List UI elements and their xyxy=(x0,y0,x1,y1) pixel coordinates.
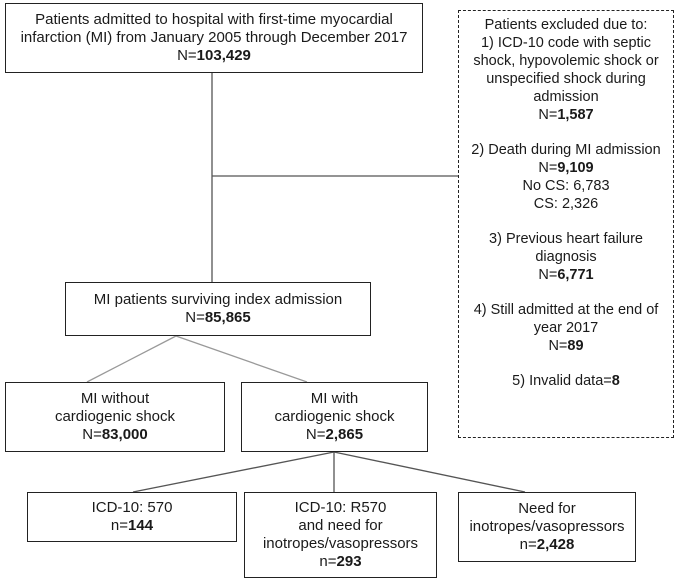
node-without-cs-count: N=83,000 xyxy=(82,426,148,443)
exclusions-box: Patients excluded due to: 1) ICD-10 code… xyxy=(458,10,674,438)
node-with-cs: MI with cardiogenic shock N=2,865 xyxy=(241,382,428,452)
connector-surviving-to-without-cs xyxy=(86,335,177,383)
node-surviving-line-1: MI patients surviving index admission xyxy=(93,291,343,308)
exclusion-1-line-1: 1) ICD-10 code with septic xyxy=(480,35,652,51)
exclusion-3-count: N=6,771 xyxy=(538,267,594,283)
node-without-cs-line-2: cardiogenic shock xyxy=(54,408,176,425)
exclusion-3-line-1: 3) Previous heart failure xyxy=(489,231,643,247)
exclusion-2-no-cs: No CS: 6,783 xyxy=(522,178,610,194)
exclusion-2-line-1: 2) Death during MI admission xyxy=(471,142,661,158)
node-without-cs-line-1: MI without xyxy=(80,390,150,407)
node-admitted-line-1: Patients admitted to hospital with first… xyxy=(35,11,393,28)
exclusion-4-count: N=89 xyxy=(548,338,584,354)
node-need-inotropes-line-1: Need for xyxy=(518,500,576,517)
node-with-cs-count: N=2,865 xyxy=(305,426,364,443)
node-with-cs-line-1: MI with xyxy=(310,390,359,407)
node-admitted-count: N=103,429 xyxy=(177,47,251,64)
exclusion-2-count: N=9,109 xyxy=(538,160,594,176)
node-icd-570-line-1: ICD-10: 570 xyxy=(91,499,173,516)
node-need-inotropes-line-2: inotropes/vasopressors xyxy=(469,518,625,535)
node-icd-r570-count: n=293 xyxy=(319,553,362,570)
node-icd-570: ICD-10: 570 n=144 xyxy=(27,492,237,542)
node-icd-r570: ICD-10: R570 and need for inotropes/vaso… xyxy=(244,492,437,578)
node-need-inotropes: Need for inotropes/vasopressors n=2,428 xyxy=(458,492,636,562)
exclusion-1-count: N=1,587 xyxy=(538,107,594,123)
exclusion-2-cs: CS: 2,326 xyxy=(533,196,599,212)
node-surviving-count: N=85,865 xyxy=(185,309,251,326)
exclusion-1-line-3: unspecified shock during xyxy=(486,71,646,87)
node-without-cs: MI without cardiogenic shock N=83,000 xyxy=(5,382,225,452)
connector-with-cs-to-need-inotropes xyxy=(333,451,526,493)
exclusion-5: 5) Invalid data=8 xyxy=(512,373,620,389)
node-admitted-line-2: infarction (MI) from January 2005 throug… xyxy=(20,29,408,46)
exclusions-heading: Patients excluded due to: xyxy=(484,17,648,33)
exclusion-1-line-2: shock, hypovolemic shock or xyxy=(473,53,659,69)
exclusion-4-line-1: 4) Still admitted at the end of xyxy=(473,302,659,318)
node-icd-r570-line-1: ICD-10: R570 xyxy=(294,499,387,516)
node-icd-570-count: n=144 xyxy=(110,517,154,534)
node-surviving: MI patients surviving index admission N=… xyxy=(65,282,371,336)
exclusion-1-line-4: admission xyxy=(533,89,599,105)
node-admitted: Patients admitted to hospital with first… xyxy=(5,3,423,73)
connector-with-cs-to-icd570 xyxy=(132,451,335,493)
node-need-inotropes-count: n=2,428 xyxy=(519,536,575,553)
connector-surviving-to-with-cs xyxy=(175,335,308,383)
node-icd-r570-line-3: inotropes/vasopressors xyxy=(262,535,419,552)
node-with-cs-line-2: cardiogenic shock xyxy=(274,408,395,425)
exclusion-3-line-2: diagnosis xyxy=(535,249,597,265)
node-icd-r570-line-2: and need for xyxy=(298,517,383,534)
exclusion-4-line-2: year 2017 xyxy=(533,320,599,336)
